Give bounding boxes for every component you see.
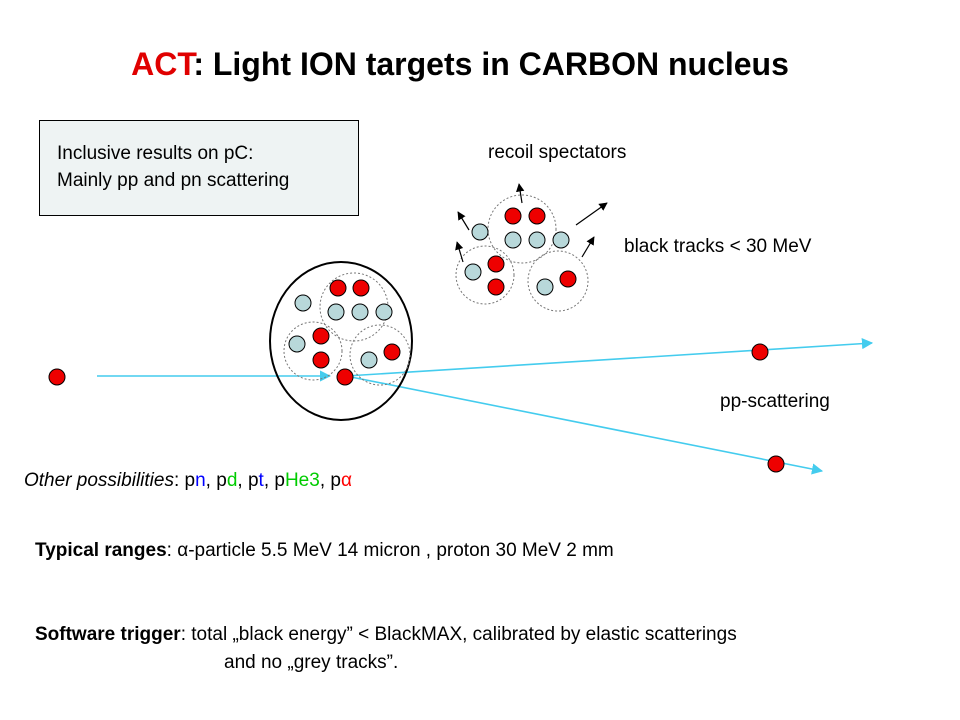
recoil-spectators-label: recoil spectators: [488, 142, 627, 163]
scattered-proton-upper: [751, 343, 769, 361]
black-track-arrow: [581, 236, 595, 258]
possibility-target: α: [340, 470, 352, 491]
proton: [504, 207, 522, 225]
neutron: [528, 231, 546, 249]
neutron: [375, 303, 393, 321]
info-line-2: Mainly pp and pn scattering: [57, 170, 290, 191]
possibility-item: pα: [330, 470, 352, 491]
neutron: [464, 263, 482, 281]
spectator-cluster-top: [487, 194, 557, 264]
spectator-cluster-left: [455, 245, 515, 305]
carbon-nucleus: [269, 261, 413, 421]
incoming-proton: [48, 368, 66, 386]
proton: [352, 279, 370, 297]
possibility-target: He3: [284, 470, 320, 491]
software-trigger: Software trigger: total „black energy” <…: [35, 624, 737, 646]
possibility-target: t: [258, 470, 264, 491]
spectator-cluster-right: [527, 250, 589, 312]
typical-ranges-heading: Typical ranges: [35, 540, 167, 561]
black-track-arrow: [516, 183, 525, 204]
typical-ranges: Typical ranges: α-particle 5.5 MeV 14 mi…: [35, 540, 614, 562]
info-line-1: Inclusive results on pC:: [57, 143, 254, 164]
possibility-item: pn: [185, 470, 206, 491]
neutron: [504, 231, 522, 249]
possibility-item: pt: [248, 470, 264, 491]
neutron: [471, 223, 489, 241]
black-track-arrow: [455, 241, 464, 263]
other-possibilities: Other possibilities: pn, pd, pt, pHe3, p…: [24, 470, 352, 491]
other-possibilities-list: pn, pd, pt, pHe3, pα: [184, 470, 352, 491]
neutron: [288, 335, 306, 353]
neutron: [351, 303, 369, 321]
possibility-projectile: p: [274, 470, 285, 491]
proton: [528, 207, 546, 225]
possibility-item: pd: [216, 470, 237, 491]
proton: [336, 368, 354, 386]
proton: [312, 351, 330, 369]
scattered-proton-lower: [767, 455, 785, 473]
neutron: [536, 278, 554, 296]
black-track-arrow: [575, 202, 608, 226]
proton: [329, 279, 347, 297]
proton: [312, 327, 330, 345]
typical-ranges-text: : α-particle 5.5 MeV 14 micron , proton …: [166, 540, 614, 561]
scattered-track-lower: [345, 375, 824, 475]
neutron: [360, 351, 378, 369]
black-tracks-label: black tracks < 30 MeV: [624, 236, 812, 257]
software-trigger-heading: Software trigger: [35, 624, 181, 645]
pp-scattering-label: pp-scattering: [720, 391, 830, 412]
possibility-projectile: p: [216, 470, 227, 491]
alpha-cluster-left: [283, 321, 343, 381]
possibility-item: pHe3: [274, 470, 319, 491]
proton: [383, 343, 401, 361]
software-trigger-text: : total „black energy” < BlackMAX, calib…: [180, 624, 737, 645]
possibility-projectile: p: [247, 470, 259, 491]
alpha-cluster-right: [349, 324, 411, 386]
title-highlight: ACT: [131, 46, 194, 82]
possibility-projectile: p: [330, 470, 341, 491]
title-rest: : Light ION targets in CARBON nucleus: [193, 46, 789, 82]
info-box: Inclusive results on pC: Mainly pp and p…: [39, 120, 359, 216]
possibility-target: n: [195, 470, 206, 491]
page-title: ACT: Light ION targets in CARBON nucleus: [0, 46, 920, 83]
software-trigger-line-2: and no „grey tracks”.: [224, 652, 399, 673]
neutron: [294, 294, 312, 312]
possibility-projectile: p: [184, 470, 196, 491]
neutron: [327, 303, 345, 321]
scattered-track-upper: [345, 338, 874, 377]
possibility-target: d: [226, 470, 238, 491]
neutron: [552, 231, 570, 249]
proton: [487, 278, 505, 296]
black-track-arrow: [457, 211, 470, 231]
proton: [559, 270, 577, 288]
other-possibilities-lead: Other possibilities: [24, 470, 174, 491]
proton: [487, 255, 505, 273]
